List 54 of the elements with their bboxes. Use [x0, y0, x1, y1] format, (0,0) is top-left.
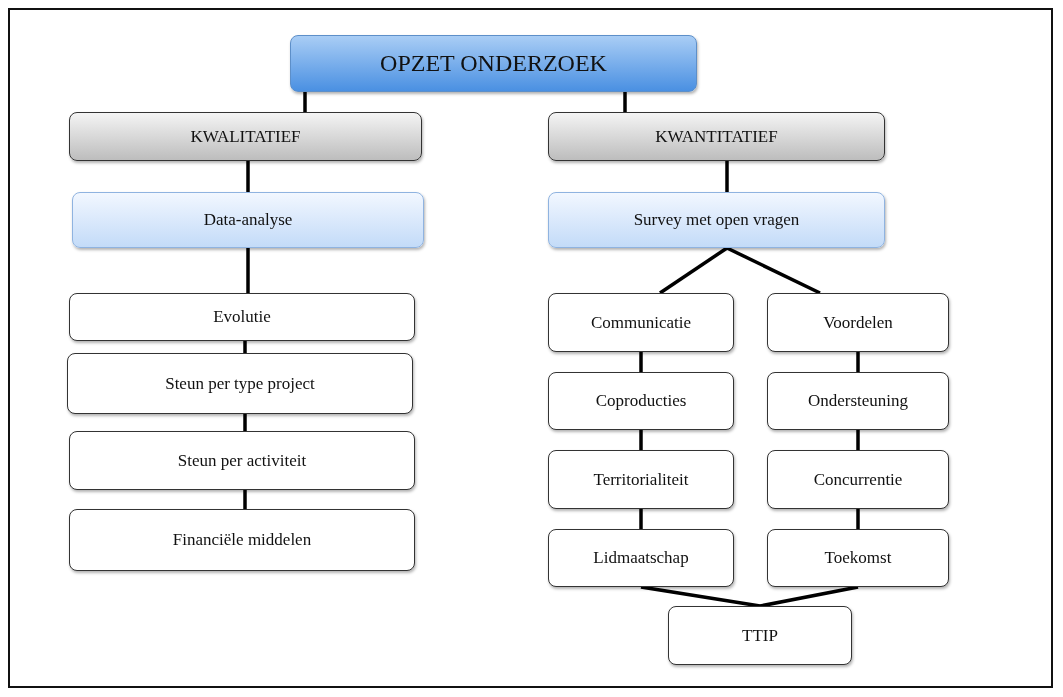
box-label: Steun per activiteit	[177, 450, 307, 471]
process-box	[72, 192, 424, 248]
box-label: KWALITATIEF	[190, 126, 301, 147]
box-label: Evolutie	[213, 307, 271, 327]
process-box	[290, 35, 697, 92]
connector-line	[639, 430, 643, 450]
process-box	[69, 431, 415, 490]
process-box	[668, 606, 852, 665]
box-label: Data-analyse	[203, 210, 293, 230]
box-label: OPZET ONDERZOEK	[380, 50, 607, 77]
box-label: Survey met open vragen	[633, 210, 800, 230]
process-box	[548, 293, 734, 352]
box-label: Coproducties	[595, 391, 687, 411]
connector-line	[759, 585, 859, 608]
connector-line	[856, 430, 860, 450]
process-box	[548, 450, 734, 509]
process-box	[548, 529, 734, 587]
connector-line	[246, 248, 250, 293]
box-label: Voordelen	[823, 312, 893, 333]
connector-line	[659, 246, 728, 295]
connector-line	[243, 490, 247, 509]
box-label: Toekomst	[824, 548, 892, 568]
connector-line	[640, 585, 761, 608]
connector-line	[639, 509, 643, 529]
process-box	[767, 529, 949, 587]
process-box	[67, 353, 413, 414]
box-label: KWANTITATIEF	[655, 126, 778, 147]
box-label: Financiële middelen	[172, 530, 312, 550]
connector-line	[243, 414, 247, 431]
connector-line	[246, 161, 250, 192]
box-label: Concurrentie	[813, 469, 903, 490]
connector-line	[726, 246, 821, 295]
box-label: Steun per type project	[165, 373, 315, 394]
connector-line	[856, 509, 860, 529]
box-label: Communicatie	[590, 312, 692, 333]
box-label: TTIP	[742, 625, 778, 646]
process-box	[69, 509, 415, 571]
process-box	[548, 192, 885, 248]
process-box	[767, 372, 949, 430]
box-label: Lidmaatschap	[593, 548, 689, 568]
connector-line	[725, 161, 729, 192]
connector-line	[303, 92, 307, 112]
process-box	[548, 372, 734, 430]
process-box	[548, 112, 885, 161]
connector-line	[856, 352, 860, 372]
box-label: Ondersteuning	[807, 391, 909, 411]
process-box	[69, 112, 422, 161]
box-label: Territorialiteit	[593, 469, 689, 490]
process-box	[767, 293, 949, 352]
process-box	[69, 293, 415, 341]
connector-line	[639, 352, 643, 372]
connector-line	[623, 92, 627, 112]
process-box	[767, 450, 949, 509]
connector-line	[243, 341, 247, 353]
